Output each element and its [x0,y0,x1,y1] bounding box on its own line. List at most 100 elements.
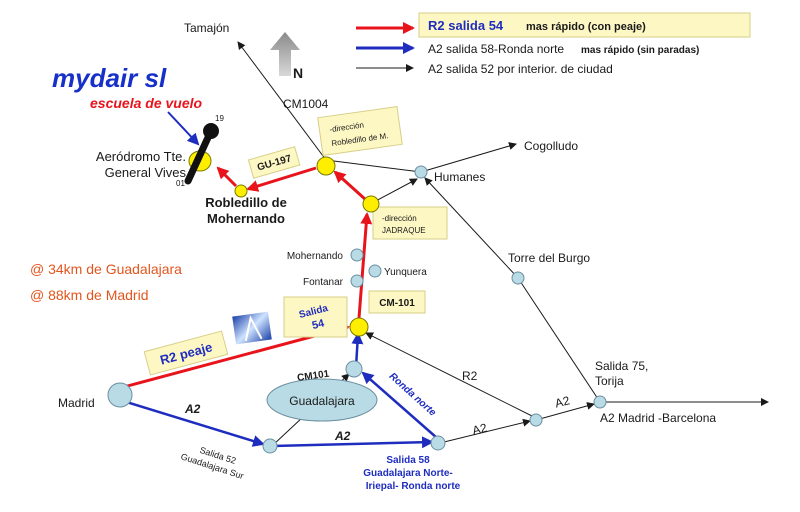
road-robledillo-humanes [325,159,422,173]
label-fontanar: Fontanar [303,277,344,288]
legend-a2-58-label: A2 salida 58-Ronda norte [428,42,564,56]
node-fontanar [350,274,364,288]
runway-01-label: 01 [176,179,185,188]
node-jadraque-junction [362,195,380,213]
node-humanes [414,165,428,179]
r2-peaje-box [143,330,229,376]
road-torre-humanes [424,177,519,279]
label-a2-left: A2 [184,402,201,416]
route-labels: CM101 R2 Ronda norte A2 A2 A2 A2 Salida … [180,369,572,492]
logo-tagline: escuela de vuelo [90,95,203,111]
label-salida75-line2: Torija [595,374,624,388]
node-salida52 [262,438,278,454]
node-salida58 [430,435,446,451]
label-guadalajara: Guadalajara [289,394,355,408]
distance-madrid: @ 88km de Madrid [30,287,148,303]
label-cm1004: CM1004 [283,97,329,111]
label-madrid: Madrid [58,396,95,410]
road-a2-segment1 [439,418,531,444]
r2-toll-sign-icon [232,311,272,345]
label-salida75-line1: Salida 75, [595,359,648,373]
route-to-aerodromo [216,166,238,188]
label-salida58-line2: Guadalajara Norte- [363,468,452,479]
route-to-robledillo [333,170,368,202]
north-label: N [293,65,303,81]
label-torre-del-burgo: Torre del Burgo [508,251,590,265]
salida54-line2: 54 [311,317,327,332]
node-yunquera [368,264,382,278]
runway-threshold-19 [203,123,219,139]
route-ronda-norte [361,371,438,439]
node-robledillo [234,184,248,198]
distance-notes: @ 34km de Guadalajara @ 88km de Madrid [30,261,182,303]
label-ronda-norte: Ronda norte [387,371,438,419]
node-madrid [107,382,133,408]
label-a2-madrid-barcelona: A2 Madrid -Barcelona [600,411,716,425]
route-a2-madrid-salida52 [119,398,265,447]
node-salida75 [593,395,607,409]
blue-routes [119,332,438,449]
cm101-box [368,290,426,314]
runway-19-label: 19 [215,114,224,123]
r2-toll-sign-road-icon [244,315,263,342]
node-salida54 [349,317,369,337]
label-cm101: CM101 [296,369,330,384]
legend-r2-box [418,12,751,38]
legend-r2-note: mas rápido (con peaje) [526,21,646,33]
road-jadraque-humanes [371,178,418,204]
salida54-box [283,296,348,338]
place-labels: Tamajón CM1004 Robledillo de Mohernando … [58,21,716,425]
node-robledillo-junction [316,156,336,176]
label-salida58-line3: Iriepal- Ronda norte [366,481,461,492]
route-gu197 [246,166,317,192]
road-r2-east [365,332,537,419]
label-cogolludo: Cogolludo [524,139,578,153]
label-a2-right1: A2 [471,420,489,437]
label-r2: R2 [462,369,478,383]
road-to-tamajon [237,41,327,161]
cm101-box-label: CM-101 [379,298,415,309]
gu197-box [247,146,301,179]
label-robledillo-line2: Mohernando [207,211,285,226]
dir-jadraque-line1: -dirección [382,214,417,223]
node-torre-del-burgo [511,271,525,285]
runway [184,127,215,185]
company-logo: mydair sl escuela de vuelo [52,63,203,146]
route-a2-salida52-salida58 [272,436,434,449]
logo-name: mydair sl [52,63,167,93]
road-a2-segment2 [535,402,595,421]
node-a2-east [529,413,543,427]
north-arrow-icon [270,32,300,76]
label-mohernando: Mohernando [287,251,344,262]
aerodrome-name-line1: Aeródromo Tte. [96,149,186,164]
label-a2-right2: A2 [554,393,572,410]
label-robledillo-line1: Robledillo de [205,195,287,210]
label-a2-mid: A2 [334,429,351,443]
legend-a2-58-note: mas rápido (sin paradas) [581,45,699,56]
route-cm101-north [357,212,373,319]
legend-a2-52-label: A2 salida 52 por interior. de ciudad [428,62,613,76]
node-mohernando [350,248,364,262]
label-yunquera: Yunquera [384,267,427,278]
label-tamajon: Tamajón [184,21,229,35]
road-label-boxes: GU-197 -dirección Robledillo de M. -dire… [143,106,448,376]
road-torija-torre [517,277,601,403]
dir-robledillo-box [317,106,403,156]
logo-pointer-arrow [167,111,200,146]
node-cm101 [345,360,363,378]
legend-r2-label: R2 salida 54 [428,18,504,33]
junction-nodes [107,156,607,454]
label-salida58-line1: Salida 58 [386,455,430,466]
secondary-roads [237,41,769,446]
legend: R2 salida 54 mas rápido (con peaje) A2 s… [356,12,751,76]
aerodrome-name-line2: General Vives [105,165,187,180]
node-guadalajara [266,378,378,422]
dir-jadraque-box [372,206,448,240]
label-humanes: Humanes [434,170,485,184]
road-to-cogolludo [420,142,517,173]
aerodrome: 19 01 Aeródromo Tte. General Vives [96,114,225,188]
north-arrow: N [270,32,303,81]
distance-guadalajara: @ 34km de Guadalajara [30,261,182,277]
dir-jadraque-line2: JADRAQUE [382,226,426,235]
